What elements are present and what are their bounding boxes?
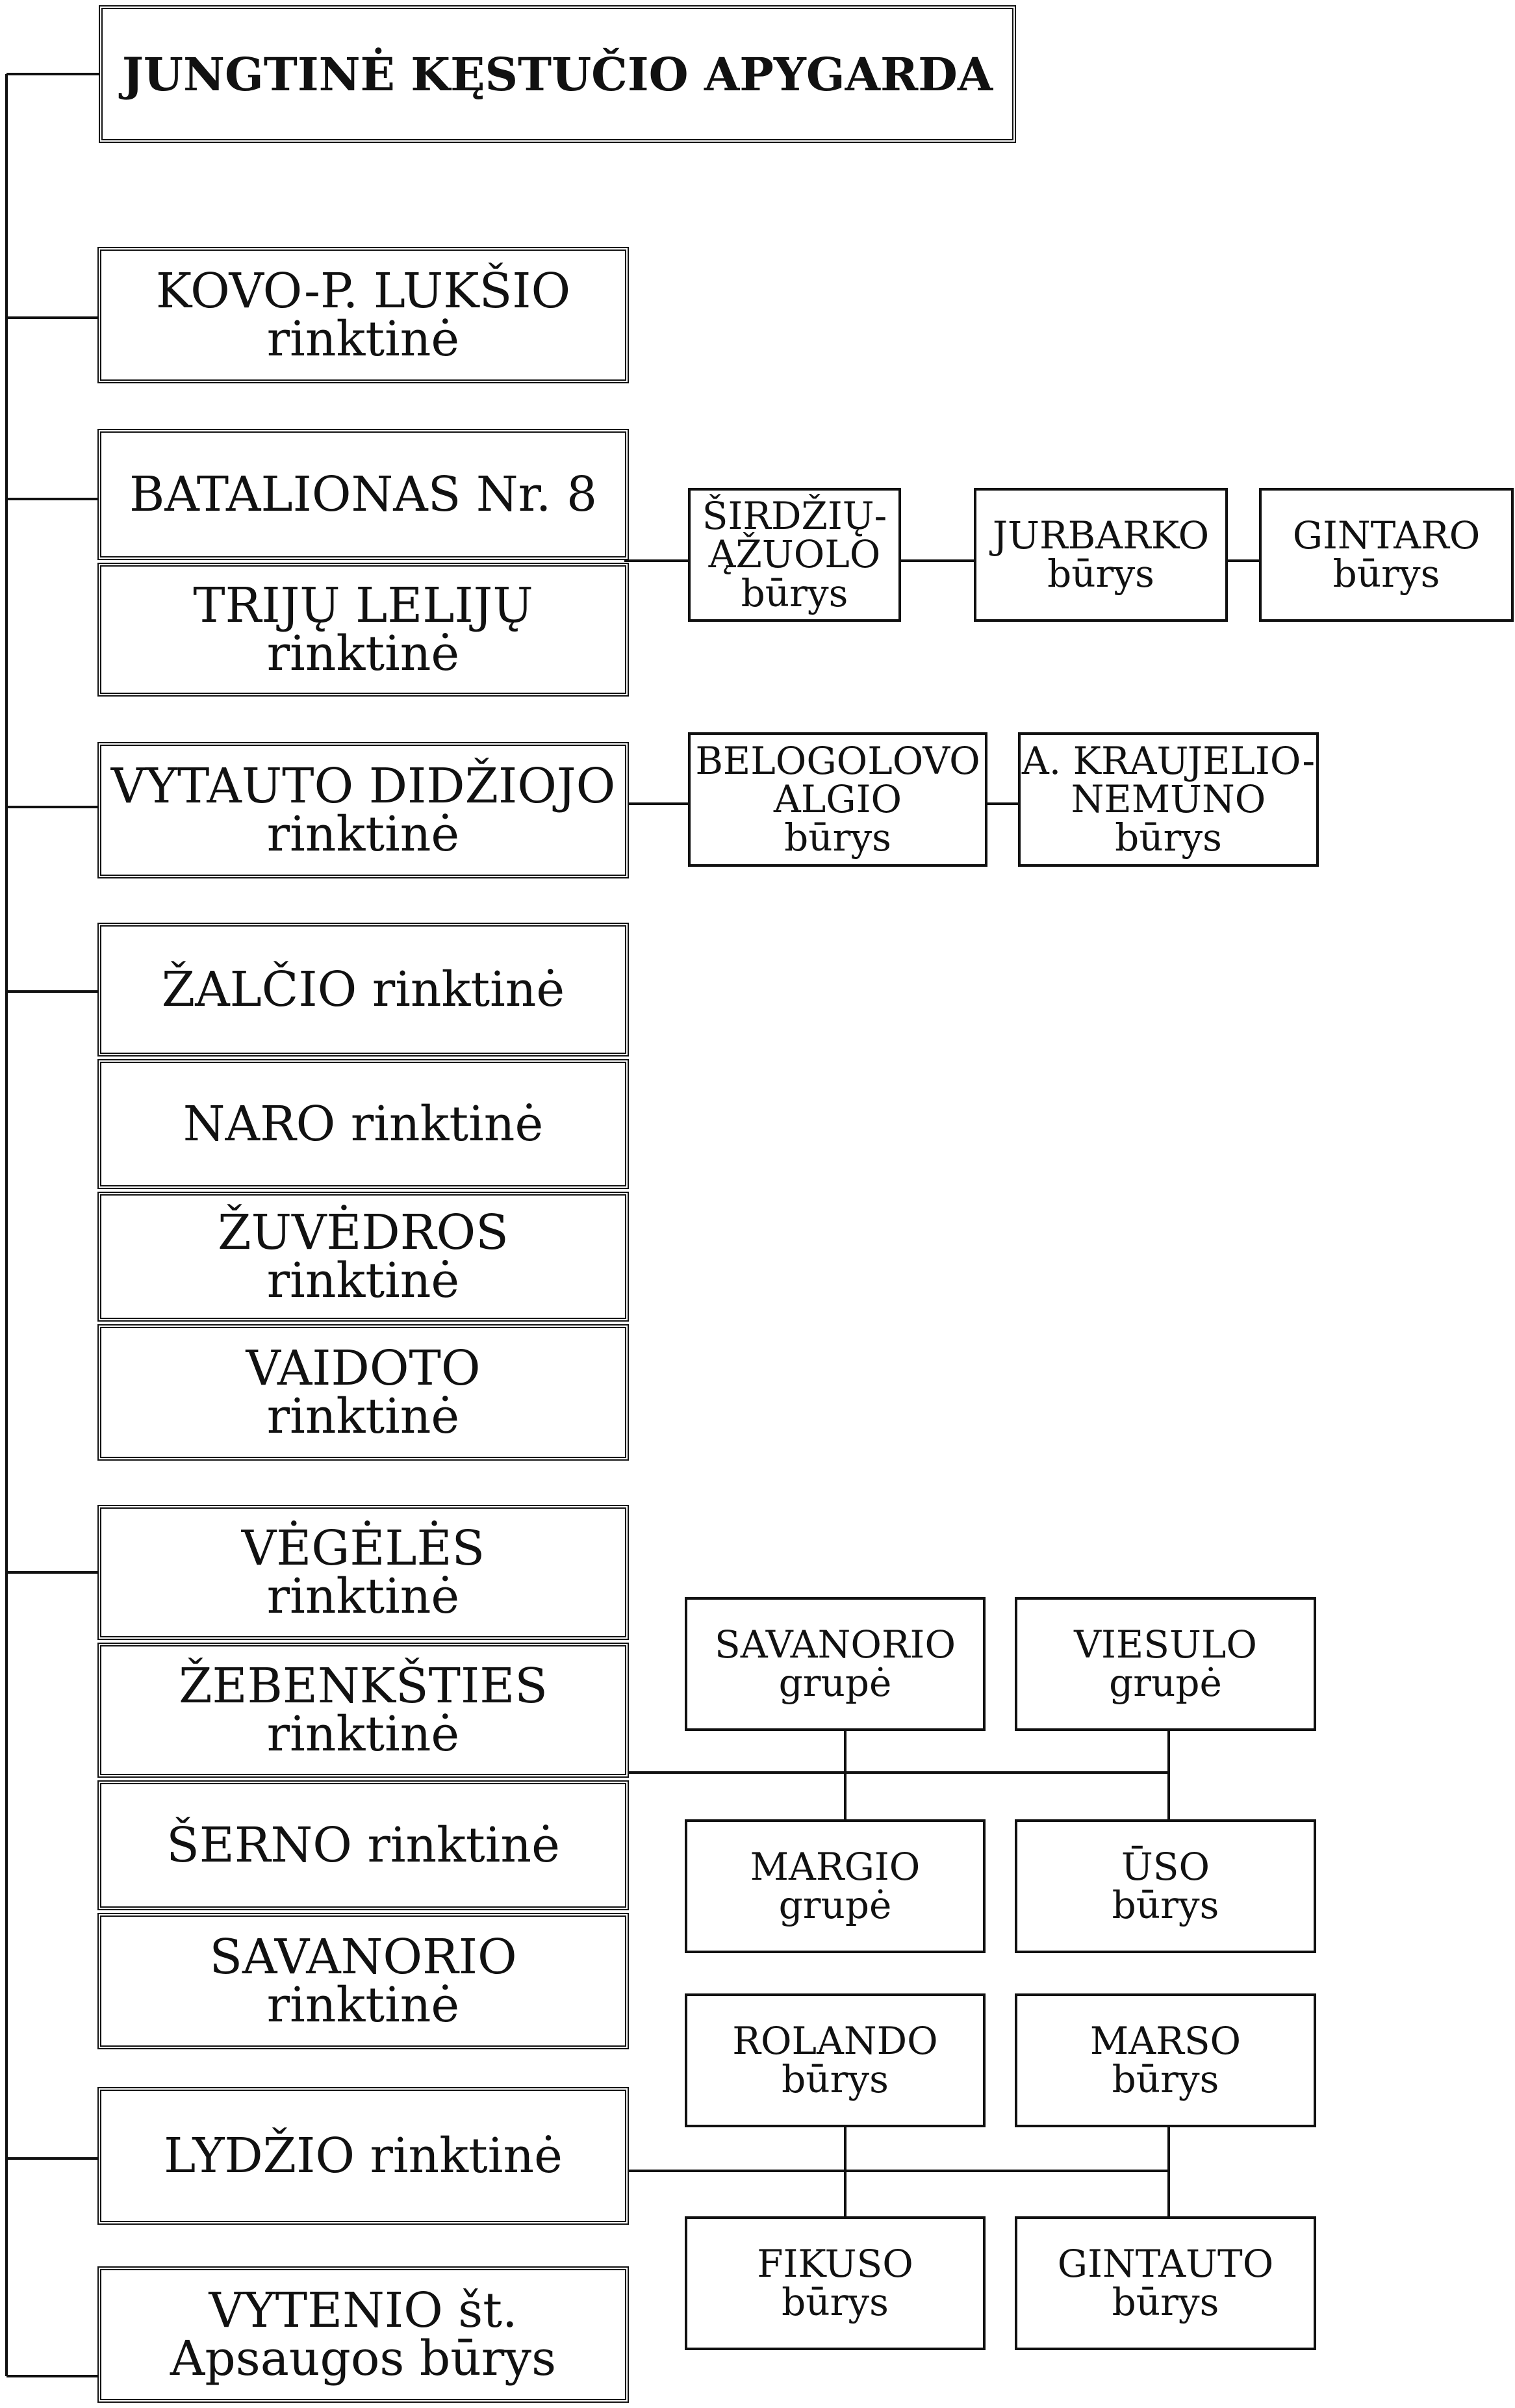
subunit-box-label-line: grupė — [778, 1661, 892, 1705]
subunit-box-label-line: būrys — [1112, 2057, 1219, 2101]
unit-box-label-line: rinktinė — [266, 1253, 460, 1309]
unit-box-serno: ŠERNO rinktinė — [97, 1780, 629, 1910]
title-box: JUNGTINĖ KĘSTUČIO APYGARDA — [99, 5, 1016, 143]
unit-box-label-line: ŽALČIO rinktinė — [161, 962, 565, 1018]
unit-box-label-line: ŽUVĖDROS — [218, 1205, 509, 1261]
subunit-box-label-line: GINTARO — [1292, 513, 1481, 557]
subunit-box-label-line: būrys — [741, 570, 848, 615]
unit-box-label-line: SAVANORIO — [209, 1929, 517, 1985]
subunit-box-label-line: būrys — [1112, 1883, 1219, 1927]
unit-box-label-line: rinktinė — [266, 1977, 460, 2033]
subunit-box-label-line: būrys — [1332, 552, 1440, 596]
subunit-box-label-line: būrys — [1047, 552, 1154, 596]
unit-box-batalionas: BATALIONAS Nr. 8 — [97, 429, 629, 560]
unit-box-label-line: rinktinė — [266, 311, 460, 367]
unit-box-label-line: KOVO-P. LUKŠIO — [155, 263, 571, 319]
subunit-box-label-line: grupė — [778, 1883, 892, 1927]
subunit-box-label-line: GINTAUTO — [1057, 2241, 1274, 2286]
unit-box-label-line: rinktinė — [266, 1569, 460, 1624]
subunit-box-label-line: ĄŽUOLO — [708, 532, 881, 577]
subunit-box-label-line: MARSO — [1089, 2018, 1241, 2063]
subunit-box-label-line: būrys — [1112, 2280, 1219, 2324]
subunit-box-label-line: SAVANORIO — [715, 1622, 956, 1667]
unit-box-label-line: ŽEBENKŠTIES — [179, 1658, 548, 1714]
subunit-box-label-line: būrys — [782, 2280, 889, 2324]
unit-box-label-line: rinktinė — [266, 1706, 460, 1762]
subunit-box-label-line: A. KRAUJELIO- — [1021, 738, 1316, 783]
unit-box-label-line: TRIJŲ LELIJŲ — [193, 578, 533, 634]
subunit-box-label-line: būrys — [782, 2057, 889, 2101]
unit-box-label-line: rinktinė — [266, 806, 460, 862]
unit-box-label-line: BATALIONAS Nr. 8 — [129, 467, 598, 522]
unit-box-naro: NARO rinktinė — [97, 1059, 629, 1189]
subunit-box-label-line: būrys — [1115, 815, 1222, 860]
unit-box-label-line: VĖGĖLĖS — [241, 1520, 485, 1576]
unit-box-label-line: NARO rinktinė — [183, 1096, 544, 1152]
unit-box-label-line: VYTENIO št. — [209, 2283, 518, 2338]
subunit-box-label-line: ŪSO — [1121, 1844, 1210, 1889]
unit-box-lydzio: LYDŽIO rinktinė — [97, 2087, 629, 2225]
unit-box-label-line: ŠERNO rinktinė — [166, 1817, 560, 1873]
unit-box-label-line: rinktinė — [266, 1389, 460, 1444]
unit-box-zalcio: ŽALČIO rinktinė — [97, 923, 629, 1057]
unit-box-label-line: Apsaugos būrys — [170, 2331, 557, 2387]
subunit-box-label-line: grupė — [1109, 1661, 1222, 1705]
subunit-box-label-line: ŠIRDŽIŲ- — [702, 494, 887, 539]
unit-box-label-line: VAIDOTO — [246, 1340, 481, 1396]
unit-box-label-line: VYTAUTO DIDŽIOJO — [110, 758, 616, 814]
title-text: JUNGTINĖ KĘSTUČIO APYGARDA — [121, 47, 993, 101]
subunit-box-label-line: būrys — [784, 815, 891, 860]
subunit-box-label-line: FIKUSO — [757, 2241, 913, 2286]
subunit-box-label-line: ALGIO — [773, 776, 902, 821]
subunit-box-label-line: NEMUNO — [1071, 776, 1266, 821]
subunit-box-label-line: BELOGOLOVO — [695, 738, 980, 783]
subunit-box-label-line: MARGIO — [750, 1844, 921, 1889]
subunit-box-label-line: ROLANDO — [732, 2018, 938, 2063]
unit-box-label-line: rinktinė — [266, 626, 460, 682]
unit-box-vytenio: VYTENIO št.Apsaugos būrys — [97, 2266, 629, 2403]
subunit-box-label-line: JURBARKO — [992, 513, 1210, 557]
unit-box-label-line: LYDŽIO rinktinė — [164, 2128, 563, 2184]
subunit-box-label-line: VIESULO — [1074, 1622, 1257, 1667]
